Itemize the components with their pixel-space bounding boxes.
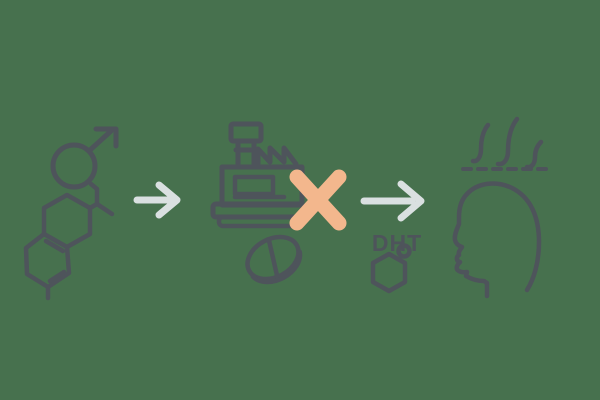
arrow-right-icon: [360, 180, 425, 222]
pill-icon: [245, 234, 303, 285]
dht-molecule-icon: [370, 243, 412, 294]
blocked-cross-icon: [289, 169, 347, 231]
hair-strands-icon: [470, 116, 544, 170]
dht-label: DHT: [371, 230, 423, 256]
male-symbol-icon: [50, 126, 119, 190]
testosterone-molecule-icon: [23, 181, 115, 301]
head-profile-icon: [452, 181, 542, 299]
arrow-right-icon: [133, 181, 181, 219]
factory-icon: [210, 121, 306, 229]
